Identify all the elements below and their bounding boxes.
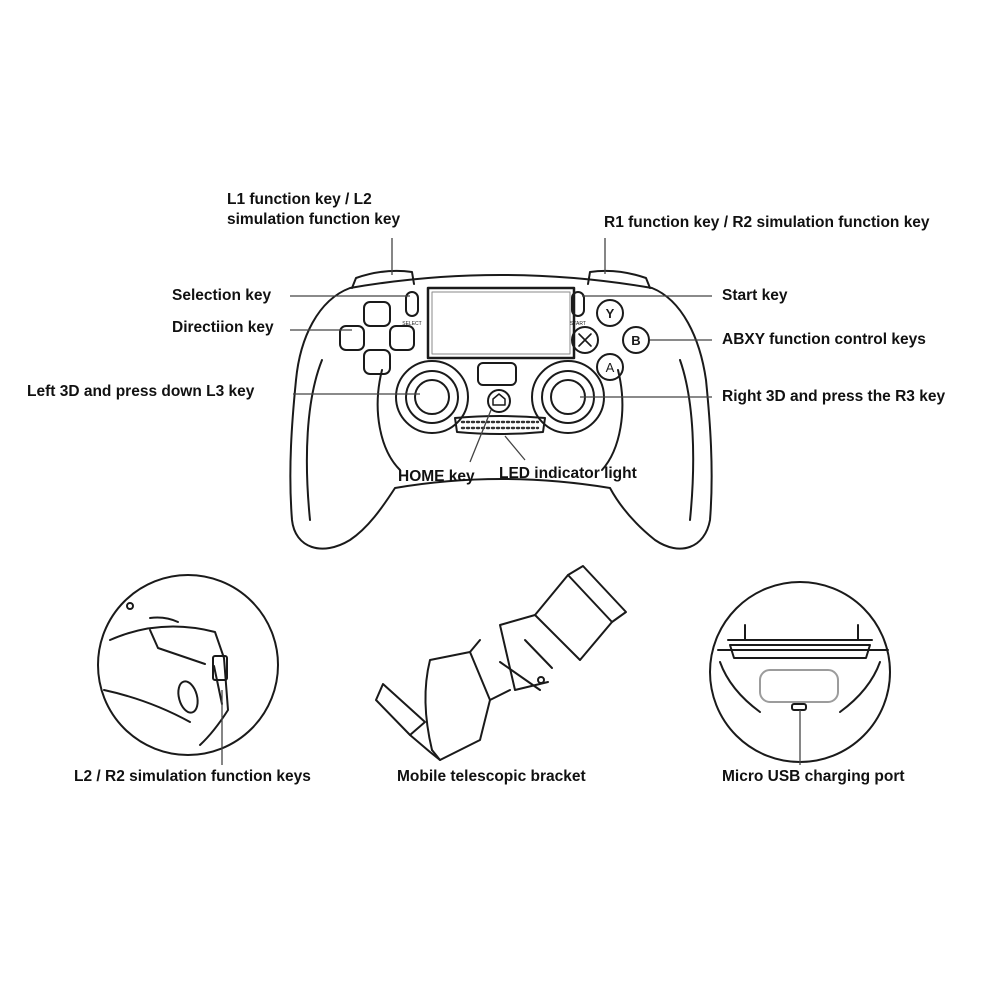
usb-bottom-view (717, 624, 889, 713)
x-glyph (578, 333, 592, 347)
micro-usb-slot (791, 703, 807, 711)
direction-key-label: Directiion key (172, 319, 274, 336)
home-key-label: HOME key (398, 468, 475, 485)
abxy-keys-label: ABXY function control keys (722, 331, 926, 348)
l2r2-detail-circle (97, 574, 279, 756)
l2r2-side-view (103, 602, 229, 746)
x-button[interactable] (571, 326, 599, 354)
right-3d-label: Right 3D and press the R3 key (722, 388, 946, 405)
y-button-label: Y (606, 306, 615, 321)
y-button[interactable] (596, 299, 624, 327)
start-key-label: Start key (722, 287, 788, 304)
left-thumbstick[interactable] (395, 360, 469, 434)
r1-function-key-label: R1 function key / R2 simulation function… (604, 214, 930, 231)
micro-usb-port (759, 669, 839, 703)
touchpad[interactable] (426, 286, 576, 360)
led-indicator-light (454, 415, 546, 435)
center-indicator (477, 362, 517, 386)
touchpad-inner (431, 291, 571, 355)
led-indicator-label: LED indicator light (499, 465, 637, 482)
mobile-telescopic-bracket (375, 565, 627, 761)
telescopic-bracket-label: Mobile telescopic bracket (397, 768, 586, 785)
start-button[interactable] (571, 291, 585, 317)
b-button[interactable] (622, 326, 650, 354)
a-button[interactable] (596, 353, 624, 381)
micro-usb-label: Micro USB charging port (722, 768, 905, 785)
select-tiny-label: SELECT (402, 321, 421, 327)
b-button-label: B (631, 333, 640, 348)
left-3d-label: Left 3D and press down L3 key (27, 383, 255, 400)
l1-function-key-label: L1 function key / L2 simulation function… (227, 191, 401, 228)
l2r2-simulation-label: L2 / R2 simulation function keys (74, 768, 311, 785)
r1-shoulder-button[interactable] (587, 269, 651, 289)
direction-pad[interactable] (339, 301, 415, 375)
l1-shoulder-button[interactable] (351, 269, 415, 289)
select-button[interactable] (405, 291, 419, 317)
led-speaker-dots (460, 420, 540, 430)
a-button-label: A (606, 360, 615, 375)
home-icon (492, 393, 506, 406)
home-button[interactable] (487, 389, 511, 413)
leader-lines (221, 238, 801, 765)
selection-key-label: Selection key (172, 287, 272, 304)
start-tiny-label: START (570, 321, 586, 327)
